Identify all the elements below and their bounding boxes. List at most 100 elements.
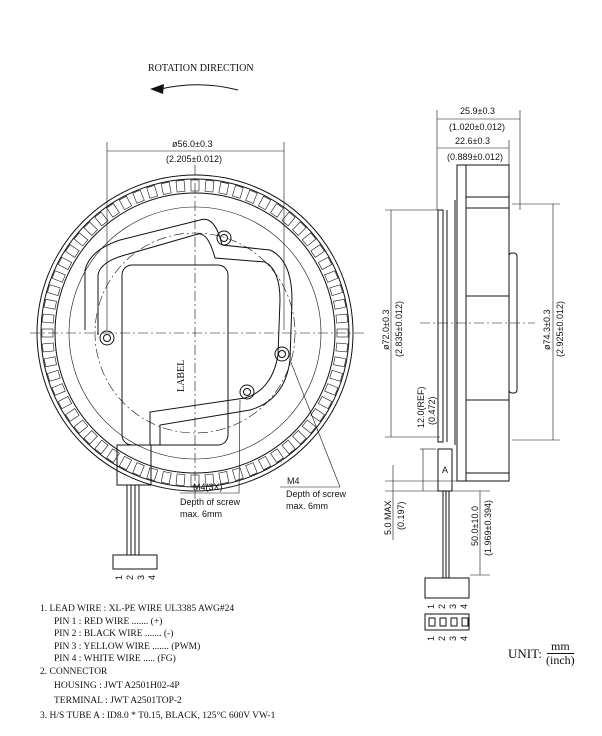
m4-3x-note-2: max. 6mm xyxy=(180,509,222,519)
fan-front-view: LABEL ø56.0±0.3 (2.205±0.012) M4(3X) Dep… xyxy=(30,139,365,580)
blade-slot-ring xyxy=(41,179,349,487)
blade-slot xyxy=(47,370,61,382)
dim-12-ref: 12.0(REF) xyxy=(416,386,426,428)
note-pin-4: PIN 4 : WHITE WIRE ..... (FG) xyxy=(54,654,176,664)
pin-label: 3 xyxy=(448,636,458,641)
blade-slot xyxy=(43,356,57,368)
blade-slot xyxy=(301,419,317,434)
blade-slot xyxy=(57,256,73,270)
m4-label: M4 xyxy=(287,476,300,486)
dim-74: ø74.3±0.3 xyxy=(542,310,552,350)
blade-slot xyxy=(335,342,348,353)
pin-label: 2 xyxy=(437,636,447,641)
blade-slot xyxy=(232,467,244,481)
screw-hole-icon xyxy=(274,346,290,362)
dim-12-ref-inch: (0.472) xyxy=(427,396,437,425)
blade-slot xyxy=(146,467,158,481)
blade-slot xyxy=(65,408,80,422)
unit-label: UNIT: xyxy=(508,645,543,661)
dim-lead-length: 50.0±10.0 xyxy=(470,506,480,546)
dim-74-inch: (2.925±0.012) xyxy=(555,301,565,357)
pin-label: 3 xyxy=(136,575,146,580)
blade-slot xyxy=(281,439,296,455)
m4-3x-label: M4(3X) xyxy=(193,482,223,492)
blade-slot xyxy=(47,284,61,296)
screw-hole-icon xyxy=(239,384,255,400)
blade-slot xyxy=(218,471,230,485)
fan-side-view: 25.9±0.3 (1.020±0.012) 22.6±0.3 (0.889±0… xyxy=(381,106,565,641)
blade-slot xyxy=(324,270,339,283)
blade-slot xyxy=(160,181,172,195)
dim-56: ø56.0±0.3 xyxy=(172,139,212,149)
blade-slot xyxy=(160,471,172,485)
blade-slot xyxy=(270,448,284,463)
pin-label: 4 xyxy=(459,604,469,609)
unit-inch: (inch) xyxy=(546,653,575,667)
pin-label: 1 xyxy=(114,575,124,580)
note-terminal: TERMINAL : JWT A2501TOP-2 xyxy=(54,695,182,706)
dim-25-9: 25.9±0.3 xyxy=(460,106,495,116)
blade-slot xyxy=(73,419,89,434)
blade-slot xyxy=(118,195,132,211)
blade-slot xyxy=(83,430,98,445)
tube-mark: A xyxy=(442,465,448,475)
blade-slot xyxy=(118,455,132,471)
spec-notes: 1. LEAD WIRE : XL-PE WIRE UL3385 AWG#24 … xyxy=(40,603,275,723)
pin-label: 4 xyxy=(147,575,157,580)
blade-slot xyxy=(83,221,98,236)
note-lead-wire: 1. LEAD WIRE : XL-PE WIRE UL3385 AWG#24 xyxy=(40,604,235,614)
note-pin-3: PIN 3 : YELLOW WIRE ....... (PWM) xyxy=(54,641,201,652)
blade-slot xyxy=(292,430,307,445)
blade-slot xyxy=(335,313,348,324)
blade-slot xyxy=(218,181,230,195)
blade-slot xyxy=(175,473,186,486)
unit-legend: UNIT: mm(inch) xyxy=(508,640,575,667)
note-pin-1: PIN 1 : RED WIRE ....... (+) xyxy=(54,616,163,627)
blade-slot xyxy=(51,383,66,396)
blade-slot xyxy=(310,408,325,422)
blade-slot xyxy=(270,203,284,218)
blade-slot xyxy=(301,232,317,247)
m4-note-2: max. 6mm xyxy=(286,501,328,511)
dim-22-6: 22.6±0.3 xyxy=(455,136,490,146)
dim-5-max: 5.0 MAX xyxy=(383,500,393,535)
blade-slot xyxy=(132,189,145,204)
rotation-arrow-icon xyxy=(150,84,239,94)
connector xyxy=(424,577,470,599)
dim-lead-length-inch: (1.969±0.394) xyxy=(483,500,493,556)
blade-slot xyxy=(43,298,57,310)
blade-slot xyxy=(317,396,333,410)
dim-22-6-inch: (0.889±0.012) xyxy=(447,152,503,162)
blade-slot xyxy=(42,342,55,353)
blade-slot xyxy=(258,455,272,471)
connector-front xyxy=(424,613,470,631)
label-text: LABEL xyxy=(176,360,187,392)
blade-slot xyxy=(329,284,343,296)
blade-slot xyxy=(258,195,272,211)
unit-mm: mm xyxy=(547,640,574,654)
pin-label: 1 xyxy=(426,604,436,609)
note-tube: 3. H/S TUBE A : ID8.0 * T0.15, BLACK, 12… xyxy=(40,711,276,721)
blade-slot xyxy=(106,203,120,218)
pin-label: 4 xyxy=(459,636,469,641)
m4-3x-note-1: Depth of screw xyxy=(180,497,241,507)
blade-slot xyxy=(317,256,333,270)
dim-72: ø72.0±0.3 xyxy=(381,310,391,350)
heat-shrink-tube xyxy=(116,444,152,486)
blade-slot xyxy=(324,383,339,396)
blade-slot xyxy=(245,189,258,204)
blade-slot xyxy=(146,185,158,199)
dim-25-9-inch: (1.020±0.012) xyxy=(449,122,505,132)
rotation-direction-label: ROTATION DIRECTION xyxy=(148,63,254,74)
blade-slot xyxy=(57,396,73,410)
blade-slot xyxy=(204,180,215,193)
blade-slot xyxy=(65,244,80,258)
blade-slot xyxy=(73,232,89,247)
blade-slot xyxy=(281,211,296,227)
note-connector: 2. CONNECTOR xyxy=(40,666,108,677)
screw-hole-icon xyxy=(216,230,232,246)
blade-slot xyxy=(42,313,55,324)
pin-label: 2 xyxy=(437,604,447,609)
pin-label: 1 xyxy=(426,636,436,641)
